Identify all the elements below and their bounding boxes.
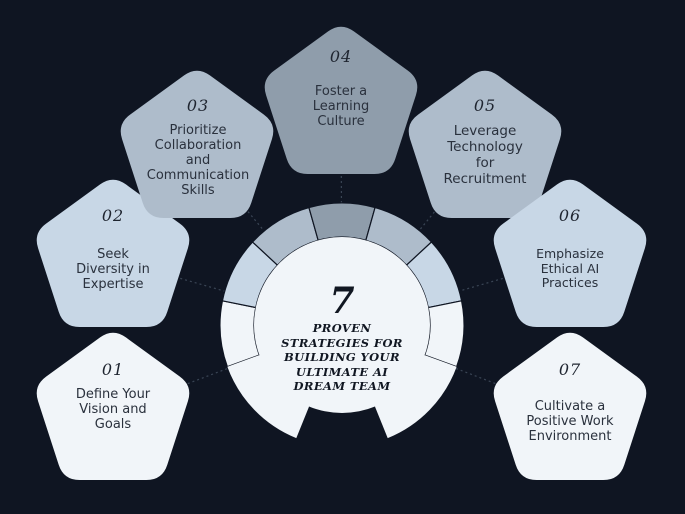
step-02-line-1: Seek [97, 247, 129, 262]
step-01-line-1: Define Your [75, 387, 151, 402]
step-06-label: 06 Emphasize Ethical AI Practices [499, 206, 641, 291]
step-03-pentagon [120, 70, 274, 218]
step-07-number: 07 [558, 360, 582, 379]
step-04-label: 04 Foster a Learning Culture [270, 47, 412, 129]
step-01-label: 01 Define Your Vision and Goals [42, 360, 184, 432]
step-01-line-2: Vision and [79, 402, 147, 417]
center-circle [254, 237, 430, 413]
step-03-line-1: Prioritize [169, 123, 227, 138]
step-05-label: 05 Leverage Technology for Recruitment [414, 96, 556, 187]
step-03-line-5: Skills [181, 183, 215, 198]
center-title-line-3: BUILDING YOUR [284, 350, 400, 364]
step-07-line-2: Positive Work [526, 414, 614, 429]
step-04-line-1: Foster a [314, 84, 368, 99]
step-06-pentagon [493, 179, 647, 327]
step-02-line-3: Expertise [82, 277, 144, 292]
center-label: 7 PROVEN STRATEGIES FOR BUILDING YOUR UL… [256, 283, 428, 394]
step-06-number: 06 [558, 206, 582, 225]
step-01-number: 01 [101, 360, 125, 379]
center-ring [219, 202, 465, 439]
step-03-label: 03 Prioritize Collaboration and Communic… [126, 96, 270, 198]
ring-segment-01 [219, 300, 261, 368]
step-05-number: 05 [473, 96, 497, 115]
step-06-line-3: Practices [541, 275, 599, 290]
center-title-line-2: STRATEGIES FOR [281, 335, 403, 350]
step-02-line-2: Diversity in [76, 262, 150, 277]
step-07-line-3: Environment [528, 429, 612, 444]
step-01-pentagon [36, 332, 190, 480]
step-06-line-2: Ethical AI [540, 260, 600, 276]
step-07-line-1: Cultivate a [534, 399, 606, 414]
step-07-label: 07 Cultivate a Positive Work Environment [499, 360, 641, 444]
step-05-pentagon [408, 70, 562, 218]
step-02-number: 02 [101, 206, 125, 225]
step-04-pentagon [264, 26, 418, 175]
step-02-pentagon [36, 179, 190, 327]
ring-lower-right [374, 355, 457, 439]
step-04-line-2: Learning [312, 99, 370, 114]
step-04-number: 04 [329, 47, 353, 66]
ring-segment-04 [308, 202, 376, 242]
step-03-number: 03 [186, 96, 210, 115]
step-02-label: 02 Seek Diversity in Expertise [42, 206, 184, 292]
ring-segment-07 [423, 300, 465, 368]
step-05-line-3: for [475, 155, 495, 171]
center-title-line-1: PROVEN [312, 321, 372, 335]
step-05-line-1: Leverage [453, 123, 517, 139]
step-06-line-1: Emphasize [536, 246, 604, 261]
center-number: 7 [329, 280, 355, 322]
step-pentagons [36, 26, 647, 480]
ring-lower-left [227, 355, 310, 439]
step-04-line-3: Culture [317, 114, 365, 129]
center-title-line-4: ULTIMATE AI [295, 364, 389, 379]
center-title-line-5: DREAM TEAM [293, 379, 391, 393]
step-03-line-4: Communication [146, 168, 250, 183]
step-03-line-2: Collaboration [154, 138, 242, 153]
step-03-line-3: and [185, 153, 211, 168]
step-07-pentagon [493, 332, 647, 480]
step-05-line-4: Recruitment [443, 171, 527, 187]
step-01-line-3: Goals [94, 417, 132, 432]
step-05-line-2: Technology [447, 139, 523, 155]
